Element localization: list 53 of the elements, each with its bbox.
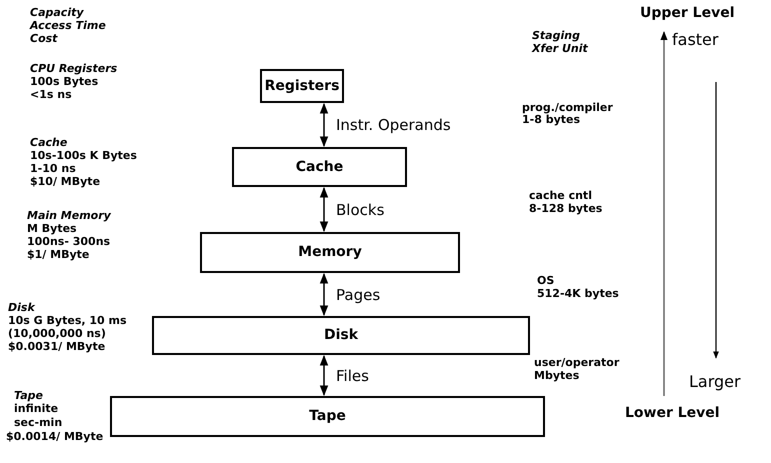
note-text: faster [672, 30, 718, 50]
note-text: 10s-100s K Bytes [30, 149, 137, 162]
note-text: Disk [8, 301, 35, 314]
note-text: Capacity [30, 6, 84, 19]
note-text: Cost [30, 32, 58, 45]
note-text: 8-128 bytes [529, 202, 602, 215]
note-text: Staging [532, 29, 580, 42]
note-text: Lower Level [625, 404, 720, 422]
note-text: $1/ MByte [27, 248, 90, 261]
note-text: prog./compiler [522, 101, 613, 114]
note-text: user/operator [534, 356, 620, 369]
double-arrow [320, 354, 328, 396]
note-text: OS [537, 274, 554, 287]
note-text: $10/ MByte [30, 175, 100, 188]
level-box [110, 396, 545, 437]
note-text: (10,000,000 ns) [8, 327, 106, 340]
level-box [260, 69, 344, 103]
note-text: <1s ns [30, 88, 72, 101]
level-box [232, 147, 407, 187]
note-text: Xfer Unit [532, 42, 588, 55]
note-text: 1-10 ns [30, 162, 76, 175]
note-text: infinite [14, 402, 58, 415]
note-text: Upper Level [640, 4, 735, 22]
note-text: Mbytes [534, 369, 580, 382]
note-text: CPU Registers [30, 62, 118, 75]
level-label: Cache [296, 158, 344, 176]
level-label: Disk [324, 326, 358, 345]
double-arrow [320, 272, 328, 316]
double-arrow [320, 186, 328, 232]
note-text: Larger [689, 372, 741, 392]
note-text: sec-min [14, 416, 62, 429]
level-box [152, 316, 530, 355]
edge-label: Blocks [336, 200, 384, 218]
edge-label: Instr. Operands [336, 116, 451, 134]
note-text: Main Memory [27, 209, 111, 222]
note-text: Cache [30, 136, 68, 149]
level-label: Registers [264, 76, 340, 96]
note-text: M Bytes [27, 222, 77, 235]
note-text: 100s Bytes [30, 75, 98, 88]
level-label: Memory [298, 243, 362, 262]
level-label: Tape [309, 407, 346, 426]
double-arrow [320, 102, 328, 148]
level-box [200, 232, 460, 273]
note-text: $0.0014/ MByte [6, 430, 104, 443]
note-text: 10s G Bytes, 10 ms [8, 314, 127, 327]
note-text: $0.0031/ MByte [8, 340, 106, 353]
note-text: Tape [14, 389, 43, 402]
note-text: cache cntl [529, 189, 592, 202]
note-text: 1-8 bytes [522, 113, 580, 126]
note-text: 100ns- 300ns [27, 235, 110, 248]
note-text: 512-4K bytes [537, 287, 619, 300]
note-text: Access Time [30, 19, 106, 32]
edge-label: Files [336, 366, 369, 384]
